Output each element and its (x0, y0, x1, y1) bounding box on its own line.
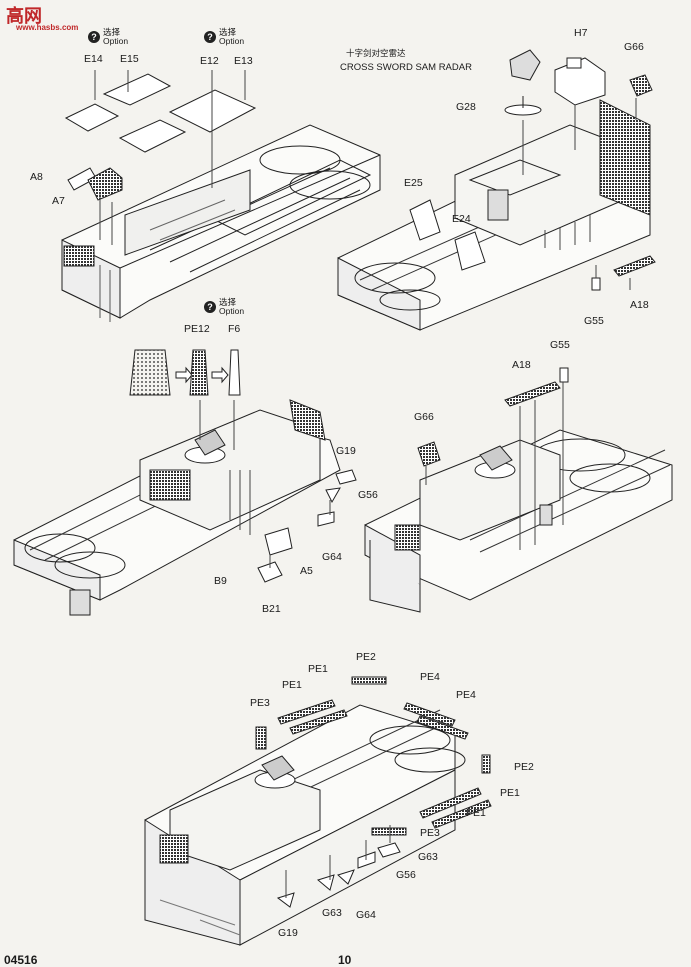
part-label-e14: E14 (84, 53, 103, 65)
radar-caption-zh: 十字剑对空雷达 (346, 48, 406, 58)
part-label-g66: G66 (624, 41, 644, 53)
part-label-g19-step3: G19 (336, 445, 356, 457)
part-label-f6: F6 (228, 323, 241, 335)
part-label-pe4-b: PE4 (456, 689, 476, 701)
part-label-b21: B21 (262, 603, 281, 615)
part-label-g55: G55 (584, 315, 604, 327)
part-label-pe1-c: PE1 (500, 787, 520, 799)
part-label-a18: A18 (630, 299, 649, 311)
part-label-pe3-bottom: PE3 (420, 827, 440, 839)
part-label-g55-step4: G55 (550, 339, 570, 351)
part-label-e15: E15 (120, 53, 139, 65)
part-label-pe1-d: PE1 (466, 807, 486, 819)
part-label-g63-b: G63 (322, 907, 342, 919)
radar-caption-en: CROSS SWORD SAM RADAR (340, 62, 472, 73)
part-label-a18-step4: A18 (512, 359, 531, 371)
part-label-pe3-top: PE3 (250, 697, 270, 709)
part-label-pe1-a: PE1 (308, 663, 328, 675)
question-icon: ? (88, 31, 100, 43)
part-label-g56-step5: G56 (396, 869, 416, 881)
part-label-g63-a: G63 (418, 851, 438, 863)
question-icon: ? (204, 301, 216, 313)
part-label-pe2-right: PE2 (514, 761, 534, 773)
watermark-chars: 高网 (6, 6, 42, 27)
part-label-g64-step3: G64 (322, 551, 342, 563)
step5-hull (144, 676, 492, 946)
step4-hull (364, 367, 673, 613)
watermark-logo: 高网 www.hasbs.com (2, 2, 82, 34)
part-label-h7: H7 (574, 27, 588, 39)
part-label-pe4-a: PE4 (420, 671, 440, 683)
part-label-a5: A5 (300, 565, 313, 577)
part-label-pe12: PE12 (184, 323, 210, 335)
step1-hull (61, 70, 381, 322)
part-label-pe2-top: PE2 (356, 651, 376, 663)
part-label-g28: G28 (456, 101, 476, 113)
part-label-g64-step5: G64 (356, 909, 376, 921)
part-label-a8: A8 (30, 171, 43, 183)
part-label-a7: A7 (52, 195, 65, 207)
watermark-url: www.hasbs.com (16, 23, 79, 32)
part-label-e12: E12 (200, 55, 219, 67)
page-number: 10 (338, 953, 352, 967)
part-label-g66-step4: G66 (414, 411, 434, 423)
step3-hull (13, 349, 357, 616)
part-label-b9: B9 (214, 575, 227, 587)
step2-hull (337, 49, 656, 331)
part-label-e25: E25 (404, 177, 423, 189)
product-code: 04516 (4, 953, 38, 967)
part-label-e24: E24 (452, 213, 471, 225)
part-label-g19-step5: G19 (278, 927, 298, 939)
part-label-e13: E13 (234, 55, 253, 67)
part-label-pe1-b: PE1 (282, 679, 302, 691)
part-label-g56-step3: G56 (358, 489, 378, 501)
question-icon: ? (204, 31, 216, 43)
